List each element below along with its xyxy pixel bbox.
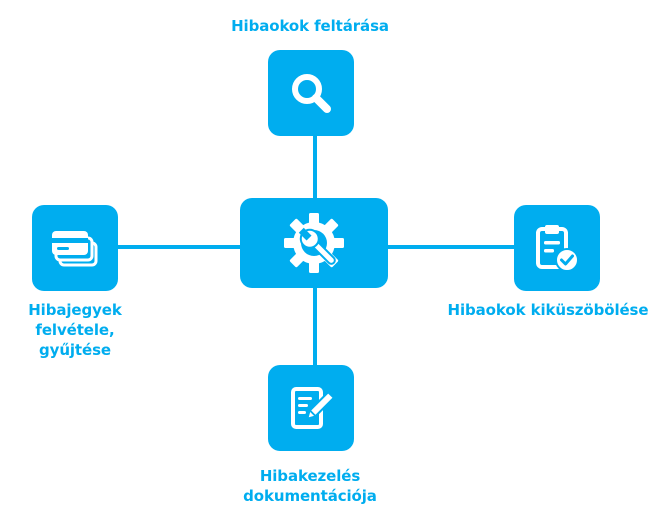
node-top <box>268 50 354 136</box>
clipboard-check-icon <box>534 223 580 273</box>
connector-left <box>116 245 242 249</box>
label-right-line: Hibaokok kiküszöbölése <box>447 301 649 319</box>
gear-wrench-icon <box>282 211 346 275</box>
connector-top <box>313 136 317 200</box>
label-right: Hibaokok kiküszöbölése <box>428 300 668 320</box>
label-left: Hibajegyek felvétele, gyűjtése <box>0 300 150 360</box>
label-left-line: felvétele, <box>35 321 115 339</box>
magnifier-icon <box>289 71 333 115</box>
label-bottom-line: dokumentációja <box>243 487 377 505</box>
node-right <box>514 205 600 291</box>
label-left-line: Hibajegyek <box>28 301 122 319</box>
document-pen-icon <box>288 385 334 431</box>
label-bottom: Hibakezelés dokumentációja <box>180 466 440 506</box>
label-top: Hibaokok feltárása <box>180 16 440 36</box>
label-top-line: Hibaokok feltárása <box>231 17 389 35</box>
connector-right <box>386 245 518 249</box>
tickets-icon <box>50 227 100 269</box>
node-left <box>32 205 118 291</box>
connector-bottom <box>313 286 317 366</box>
center-hub <box>240 198 388 288</box>
label-bottom-line: Hibakezelés <box>259 467 361 485</box>
node-bottom <box>268 365 354 451</box>
label-left-line: gyűjtése <box>39 341 111 359</box>
